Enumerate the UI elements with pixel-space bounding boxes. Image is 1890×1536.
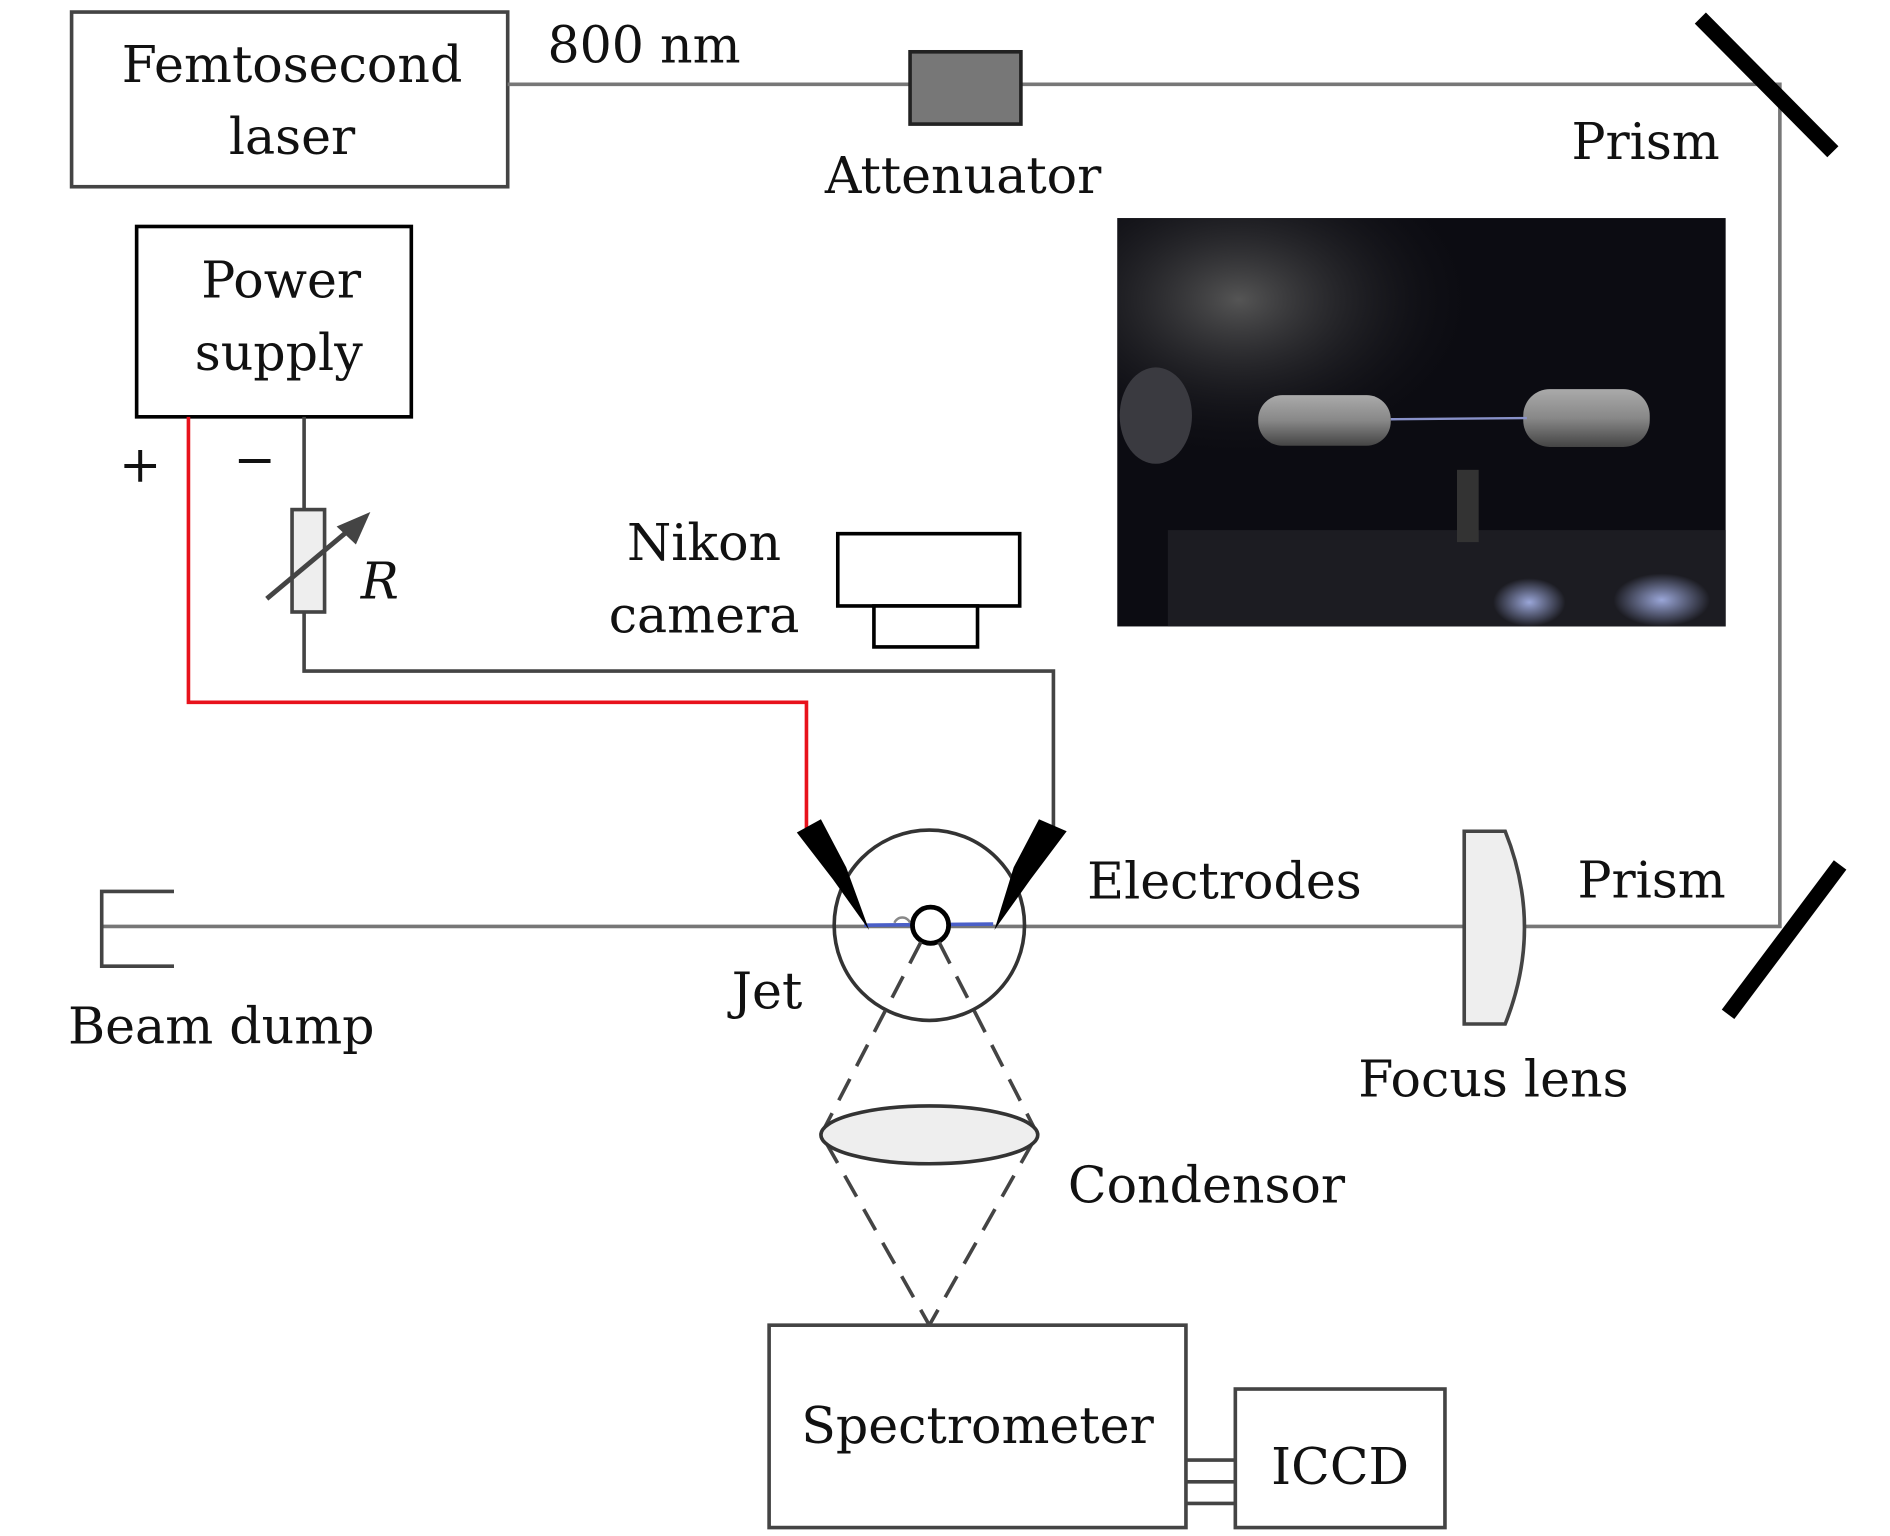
electrode-photo xyxy=(1117,218,1726,627)
power-supply: Power supply xyxy=(134,224,414,419)
variable-resistor xyxy=(290,507,327,614)
minus-terminal-label: − xyxy=(234,430,276,489)
chamber xyxy=(832,828,1027,1023)
negative-wire xyxy=(302,416,1056,829)
condensor-label: Condensor xyxy=(1068,1155,1346,1214)
attenuator xyxy=(908,49,1023,126)
beam-dump xyxy=(99,889,174,968)
variable-arrow-icon xyxy=(265,523,357,601)
power-label-line2: supply xyxy=(195,323,363,382)
power-label-line1: Power xyxy=(201,251,362,310)
prism-top-label: Prism xyxy=(1571,112,1719,171)
laser-label-line1: Femtosecond xyxy=(122,35,463,94)
femtosecond-laser: Femtosecond laser xyxy=(69,10,510,189)
iccd-label: ICCD xyxy=(1271,1437,1409,1496)
prism-bottom xyxy=(1721,860,1847,1020)
jet xyxy=(910,904,952,946)
focus-lens-label: Focus lens xyxy=(1358,1049,1628,1108)
right-electrode xyxy=(994,819,1067,931)
wavelength-label: 800 nm xyxy=(547,16,740,75)
resistor-label: R xyxy=(360,552,399,611)
laser-label-line2: laser xyxy=(229,107,356,166)
prism-bottom-label: Prism xyxy=(1577,851,1725,910)
plus-terminal-label: + xyxy=(119,435,161,494)
nikon-camera xyxy=(835,531,1022,649)
condensor-lens xyxy=(819,1104,1040,1166)
electrodes-label: Electrodes xyxy=(1087,852,1362,911)
spectrometer-iccd-connector xyxy=(1185,1458,1236,1506)
beam-dump-label: Beam dump xyxy=(68,996,375,1055)
prism-top xyxy=(1694,12,1839,158)
spectrometer-label: Spectrometer xyxy=(801,1396,1154,1455)
positive-wire xyxy=(186,416,809,829)
camera-label-line1: Nikon xyxy=(627,513,781,572)
left-electrode xyxy=(796,819,870,931)
iccd xyxy=(1233,1387,1447,1530)
camera-label-line2: camera xyxy=(609,585,800,644)
jet-label: Jet xyxy=(727,961,803,1020)
focus-lens xyxy=(1462,829,1527,1026)
spectrometer xyxy=(767,1323,1188,1530)
attenuator-label: Attenuator xyxy=(824,146,1102,205)
